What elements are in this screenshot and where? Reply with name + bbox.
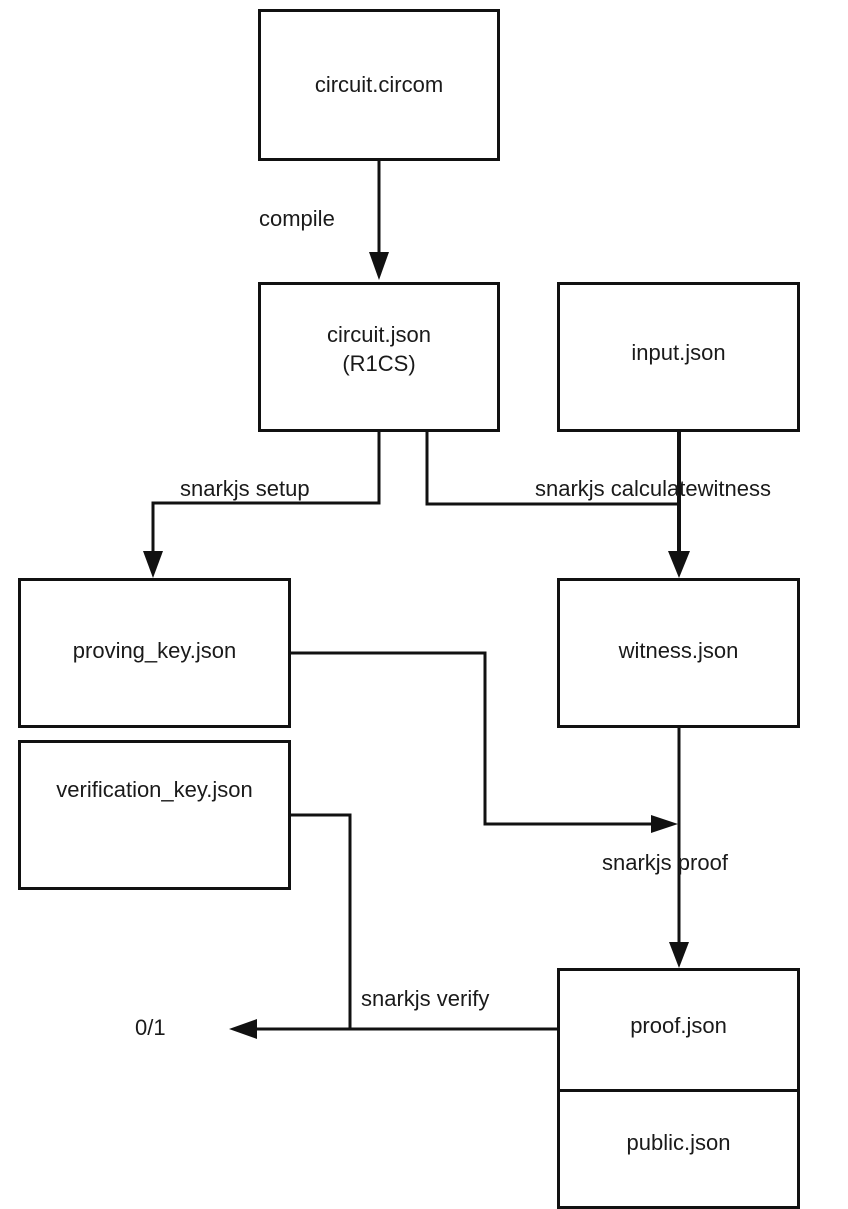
arrowhead-verify bbox=[229, 1019, 257, 1039]
arrowhead-setup bbox=[143, 551, 163, 578]
edge-label-calculatewitness: snarkjs calculatewitness bbox=[535, 476, 771, 501]
node-proof[interactable]: proof.json bbox=[557, 968, 800, 1092]
edge-label-verify: snarkjs verify bbox=[361, 986, 490, 1011]
node-verification-key[interactable]: verification_key.json bbox=[18, 740, 291, 890]
arrowhead-compile bbox=[369, 252, 389, 280]
node-input-json[interactable]: input.json bbox=[557, 282, 800, 432]
edge-label-proof: snarkjs proof bbox=[602, 850, 728, 875]
node-circuit-json[interactable]: circuit.json (R1CS) bbox=[258, 282, 500, 432]
arrowhead-calculatewitness bbox=[668, 551, 690, 578]
node-public-label: public.json bbox=[626, 1129, 731, 1155]
node-input-json-label: input.json bbox=[631, 339, 726, 365]
edge-setup bbox=[151, 430, 381, 566]
result-label: 0/1 bbox=[135, 1015, 166, 1040]
arrowhead-proof bbox=[669, 942, 689, 968]
node-witness-label: witness.json bbox=[618, 637, 739, 663]
arrowhead-proof-provingkey bbox=[651, 815, 678, 833]
node-proof-label: proof.json bbox=[630, 1012, 727, 1038]
edge-label-setup: snarkjs setup bbox=[180, 476, 310, 501]
node-circuit-json-sublabel: (R1CS) bbox=[342, 351, 416, 376]
edge-proof-provingkey bbox=[289, 651, 662, 826]
edge-verify-vkey bbox=[289, 813, 352, 1029]
node-witness[interactable]: witness.json bbox=[557, 578, 800, 728]
node-circuit-circom[interactable]: circuit.circom bbox=[258, 9, 500, 161]
edge-calculatewitness-circuit bbox=[425, 430, 678, 506]
edge-label-compile: compile bbox=[259, 206, 335, 231]
node-proving-key[interactable]: proving_key.json bbox=[18, 578, 291, 728]
node-verification-key-label: verification_key.json bbox=[56, 776, 253, 802]
node-circuit-circom-label: circuit.circom bbox=[314, 71, 444, 97]
node-circuit-json-label: circuit.json bbox=[327, 322, 431, 348]
node-public[interactable]: public.json bbox=[557, 1089, 800, 1209]
node-proving-key-label: proving_key.json bbox=[72, 637, 237, 663]
